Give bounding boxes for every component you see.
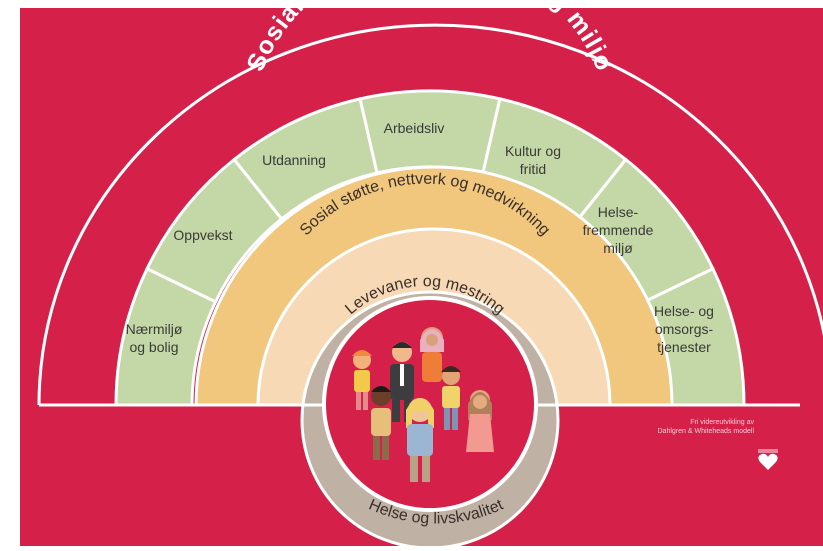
- outer-ring: [37, 23, 823, 406]
- person-icon: [406, 398, 434, 482]
- segments-ring: [114, 89, 746, 407]
- person-icon: [371, 386, 391, 460]
- people-group-icon: [352, 327, 494, 482]
- person-icon: [352, 350, 372, 410]
- attribution-line2: Dahlgren & Whiteheads modell: [658, 428, 755, 435]
- segment-label-4: Arbeidsliv: [384, 120, 445, 136]
- person-icon: [420, 327, 444, 382]
- segment-label-2: Oppvekst: [173, 227, 232, 243]
- segment-label-3: Utdanning: [262, 152, 326, 168]
- heart-logo-icon: [758, 449, 778, 470]
- person-icon: [466, 390, 494, 452]
- person-icon: [441, 366, 461, 430]
- attribution-line1: Fri videreutvikling av: [690, 419, 754, 426]
